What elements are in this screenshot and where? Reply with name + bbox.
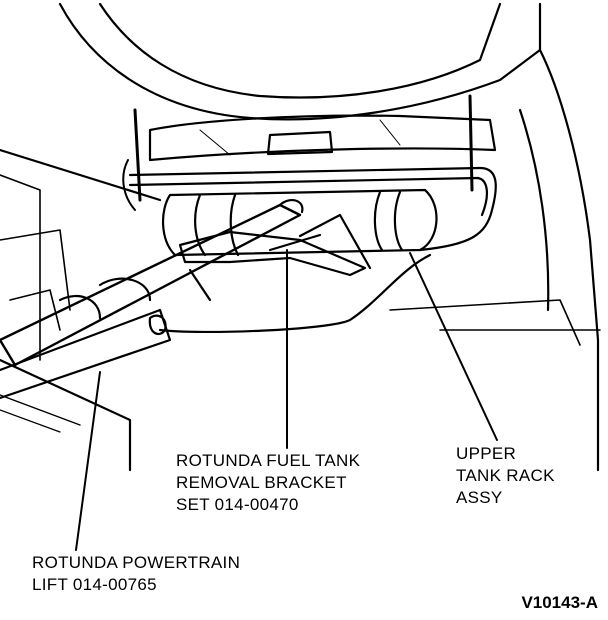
powertrain-lift — [0, 199, 304, 400]
label-line: LIFT 014-00765 — [32, 575, 157, 594]
removal-bracket — [178, 213, 372, 277]
leader-lines — [75, 249, 498, 551]
rear-window — [148, 114, 497, 162]
label-line: REMOVAL BRACKET — [176, 473, 347, 492]
label-upper-tank-rack: UPPER TANK RACK ASSY — [456, 443, 555, 509]
leader-upper-tank-rack — [409, 252, 498, 441]
fuel-tank — [161, 188, 438, 257]
floor-frame — [0, 229, 601, 346]
label-line: ASSY — [456, 488, 503, 507]
upper-tank-rack — [128, 166, 497, 334]
leader-powertrain-lift — [75, 371, 101, 551]
vehicle-body-outline — [0, 2, 600, 472]
label-line: TANK RACK — [456, 466, 555, 485]
label-line: SET 014-00470 — [176, 495, 299, 514]
figure-id: V10143-A — [521, 593, 598, 612]
label-line: ROTUNDA POWERTRAIN — [32, 553, 241, 572]
label-fuel-tank-bracket: ROTUNDA FUEL TANK REMOVAL BRACKET SET 01… — [176, 450, 360, 516]
label-powertrain-lift: ROTUNDA POWERTRAIN LIFT 014-00765 — [32, 552, 240, 596]
label-line: UPPER — [456, 444, 517, 463]
label-line: ROTUNDA FUEL TANK — [176, 451, 361, 470]
